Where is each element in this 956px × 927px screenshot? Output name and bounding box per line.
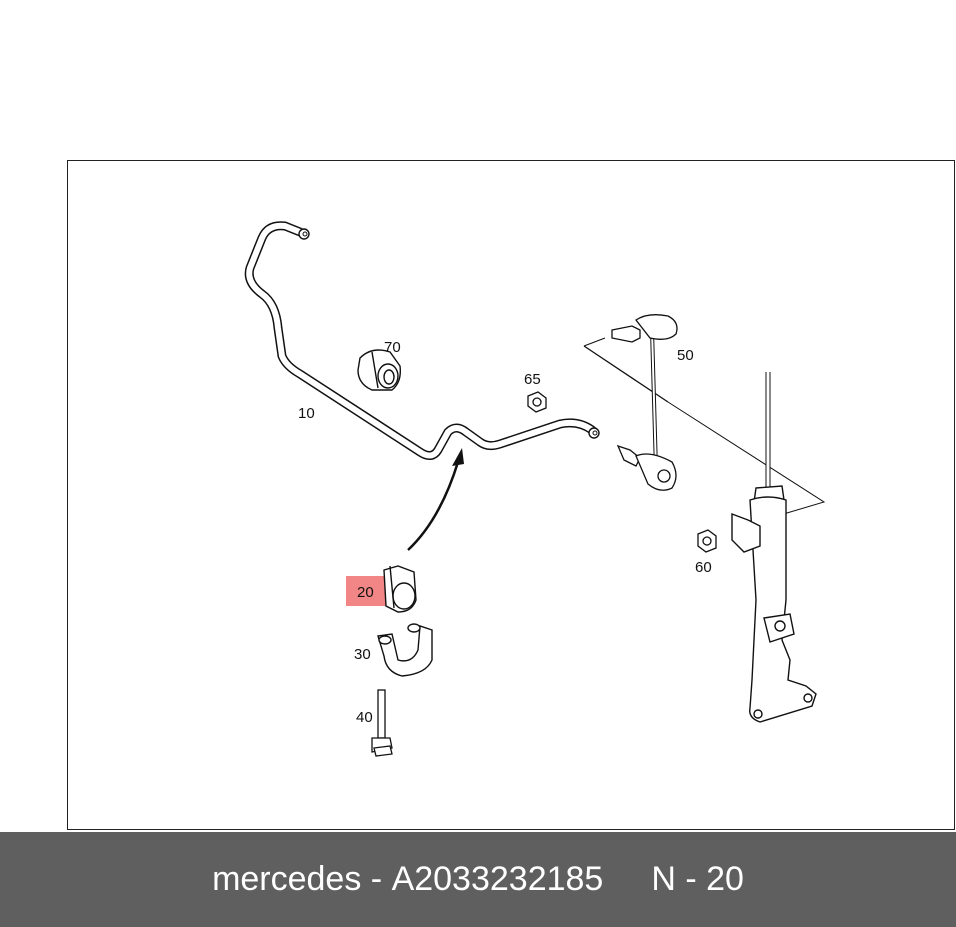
part-label-50: 50 xyxy=(677,347,694,364)
bolt-40-part xyxy=(371,689,393,757)
part-number: A2033232185 xyxy=(391,860,604,898)
assembly-guide-lines xyxy=(583,337,826,519)
part-label-30: 30 xyxy=(354,646,371,663)
brand-name: mercedes xyxy=(212,860,362,898)
strut-assembly xyxy=(731,372,817,723)
part-label-10: 10 xyxy=(298,405,315,422)
footer-bar: mercedes - A2033232185 N - 20 xyxy=(0,832,956,927)
brand-separator: - xyxy=(361,860,392,898)
bushing-70-part xyxy=(357,349,402,391)
part-label-60: 60 xyxy=(695,559,712,576)
direction-arrow xyxy=(407,448,464,551)
part-label-65: 65 xyxy=(524,371,541,388)
stabilizer-bar-part xyxy=(244,221,600,460)
diagram-frame xyxy=(67,160,955,830)
parts-diagram: 10 20 30 40 50 60 65 70 xyxy=(67,160,955,830)
part-label-40: 40 xyxy=(356,709,373,726)
position-label: N - 20 xyxy=(651,860,744,898)
rubber-mount-20-part xyxy=(383,565,417,613)
part-label-20: 20 xyxy=(357,584,374,601)
nut-60-part xyxy=(697,529,717,553)
nut-65-part xyxy=(527,391,547,413)
part-label-70: 70 xyxy=(384,339,401,356)
link-rod-50-part xyxy=(583,314,678,491)
clamp-bracket-30-part xyxy=(377,623,433,677)
